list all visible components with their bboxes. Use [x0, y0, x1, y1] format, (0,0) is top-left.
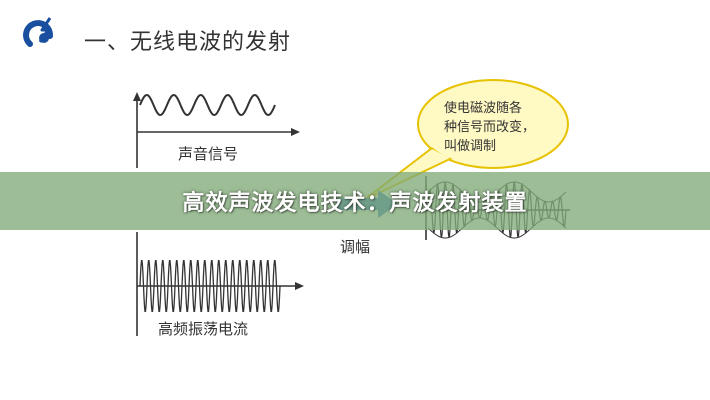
hf-current-arrow-x [295, 282, 304, 290]
bubble-text: 使电磁波随各 种信号而改变， 叫做调制 [444, 99, 564, 156]
sound-signal-wave [139, 93, 276, 117]
bubble-line-2: 种信号而改变， [444, 120, 536, 135]
sound-signal-arrow-x [291, 128, 300, 136]
banner-title: 高效声波发电技术：声波发射装置 [182, 191, 528, 216]
hf-current-label: 高频振荡电流 [158, 320, 249, 338]
section-heading: 一、无线电波的发射 [84, 30, 292, 55]
bubble-line-1: 使电磁波随各 [444, 101, 523, 116]
modulation-label: 调幅 [340, 238, 371, 256]
title-banner: 高效声波发电技术：声波发射装置 [0, 172, 710, 230]
sound-signal-arrow-y [133, 92, 141, 101]
sound-signal-axes [136, 98, 296, 168]
bubble-line-3: 叫做调制 [444, 139, 497, 154]
magnet-logo-icon [23, 17, 54, 47]
sound-signal-label: 声音信号 [178, 145, 239, 163]
hf-current-wave [139, 260, 281, 312]
